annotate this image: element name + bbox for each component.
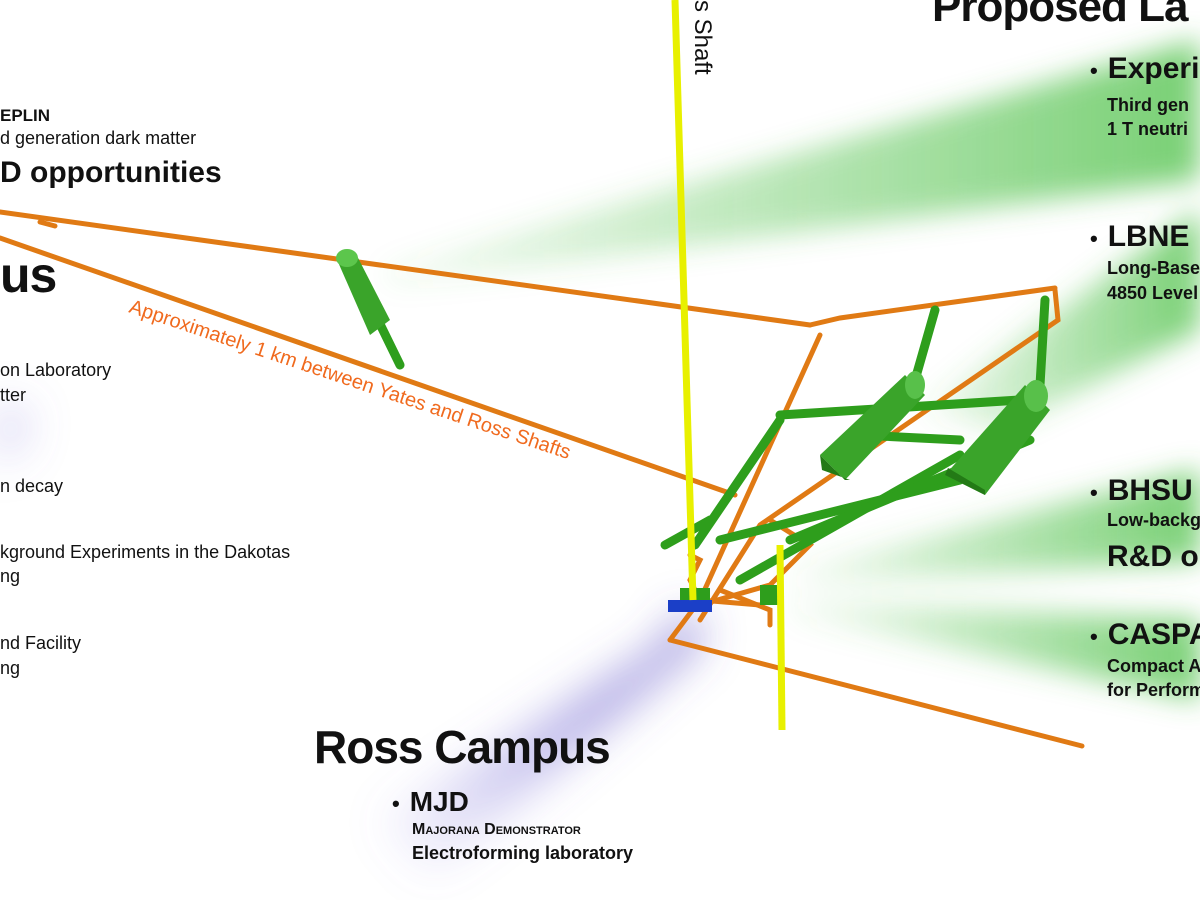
left-opportunities: D opportunities <box>0 156 222 189</box>
yates-shaft-stub <box>776 544 786 731</box>
distance-label: Approximately 1 km between Yates and Ros… <box>126 296 573 464</box>
shafts <box>671 0 786 731</box>
lab-caverns <box>336 249 1050 605</box>
cavern-experiments <box>336 249 390 335</box>
mjd-item: • MJD <box>392 786 469 818</box>
left-decay: n decay <box>0 476 64 496</box>
tunnel-lower-drift <box>667 637 1085 749</box>
bullet-icon: • <box>392 791 400 816</box>
mjd-desc-1: Majorana Demonstrator <box>412 821 581 838</box>
bhsu-label: BHSU <box>1107 474 1193 507</box>
beam-experiments <box>380 40 1200 285</box>
right-item-caspar: • CASPA <box>1090 618 1200 652</box>
green-beams <box>380 40 1200 700</box>
ross-campus-title: Ross Campus <box>314 721 611 773</box>
tunnel-access <box>697 287 1061 623</box>
cavern-lbne-2 <box>945 380 1050 495</box>
lbne-desc-1: Long-Base <box>1107 258 1200 278</box>
experiments-desc-1: Third gen <box>1107 95 1189 115</box>
mjd-label: MJD <box>409 786 469 817</box>
left-eplin-desc: d generation dark matter <box>0 128 197 148</box>
bhsu-desc-2: R&D o <box>1107 540 1199 573</box>
bullet-icon: • <box>1090 624 1098 649</box>
ross-shaft <box>671 0 697 601</box>
left-matter: tter <box>0 385 27 405</box>
cavern-lbne-1 <box>820 371 925 480</box>
left-ng-1: ng <box>0 566 21 586</box>
purple-glow <box>0 400 700 880</box>
experiments-label: Experi <box>1107 52 1200 85</box>
right-item-bhsu: • BHSU <box>1090 474 1193 508</box>
tunnel-upper-drift <box>0 209 813 328</box>
left-eplin: EPLIN <box>0 106 51 125</box>
lbne-desc-2: 4850 Level <box>1107 283 1199 303</box>
shaft-label: s Shaft <box>689 0 716 75</box>
lbne-label: LBNE <box>1107 220 1190 253</box>
mjd-desc-2: Electroforming laboratory <box>412 843 634 863</box>
left-lab: on Laboratory <box>0 360 112 380</box>
beam-bhsu <box>790 470 1200 585</box>
left-ng-2: ng <box>0 658 21 678</box>
left-campus-title: us <box>0 247 57 303</box>
bullet-icon: • <box>1090 226 1098 251</box>
caspar-desc-2: for Perform <box>1107 680 1200 700</box>
caspar-desc-1: Compact A <box>1107 656 1200 676</box>
experiments-desc-2: 1 T neutri <box>1107 119 1189 139</box>
bullet-icon: • <box>1090 480 1098 505</box>
bullet-icon: • <box>1090 58 1098 83</box>
tunnel-east-drift <box>807 285 1058 328</box>
beam-caspar <box>790 600 1200 700</box>
bhsu-desc-1: Low-backg <box>1107 510 1200 530</box>
left-background: kground Experiments in the Dakotas <box>0 542 291 562</box>
caspar-label: CASPA <box>1107 618 1200 651</box>
left-facility: nd Facility <box>0 633 82 653</box>
tunnel-yates-ross <box>0 235 738 498</box>
mjd-lab <box>668 600 712 612</box>
proposed-labs-title: Proposed La <box>932 0 1188 31</box>
right-item-lbne: • LBNE <box>1090 220 1189 254</box>
right-item-experiments: • Experi <box>1090 52 1199 86</box>
